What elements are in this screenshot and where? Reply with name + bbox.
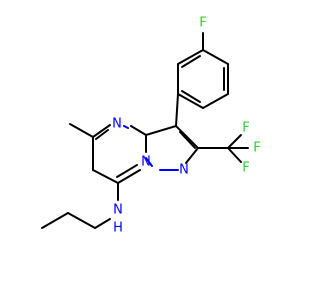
trifluoromethyl-group <box>197 134 249 163</box>
atom-nitrogen-n1: N <box>179 163 189 178</box>
pyrimidine-ring <box>92 124 147 184</box>
atom-hydrogen-amine: H <box>113 221 123 236</box>
fluorophenyl-ring <box>177 49 229 109</box>
atom-fluorine-cf3-right: F <box>253 141 260 156</box>
bond-aryl-to-c3 <box>175 93 179 127</box>
atom-nitrogen-amine: N <box>113 203 123 218</box>
canvas-background <box>0 0 300 300</box>
atom-fluorine-cf3-top: F <box>242 121 249 136</box>
atom-nitrogen-n4: N <box>112 117 122 132</box>
atom-nitrogen-bridge: N <box>141 155 151 170</box>
atom-fluorine-para: F <box>199 16 206 31</box>
pyrazole-ring <box>145 125 199 171</box>
propylamino-group <box>41 182 119 229</box>
bond-methyl <box>69 123 94 138</box>
molecule-structure: F N N N F F F N H <box>0 0 300 300</box>
atom-fluorine-cf3-bottom: F <box>242 161 249 176</box>
